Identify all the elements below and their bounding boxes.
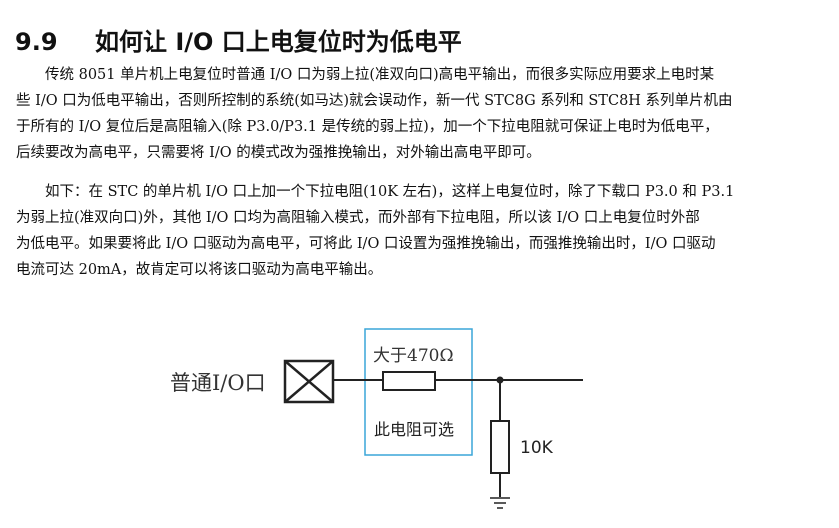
optional-resistor-highlight <box>364 328 473 456</box>
text-line: 后续要改为高电平，只需要将 I/O 的模式改为强推挽输出，对外输出高电平即可。 <box>16 145 541 161</box>
ground-icon <box>490 497 510 509</box>
pulldown-resistor <box>490 420 510 474</box>
text-line: 如下：在 STC 的单片机 I/O 口上加一个下拉电阻(10K 左右)，这样上电… <box>16 184 735 200</box>
section-title: 如何让 I/O 口上电复位时为低电平 <box>95 28 462 56</box>
text-line: 为弱上拉(准双向口)外，其他 I/O 口均为高阻输入模式，而外部有下拉电阻，所以… <box>16 210 700 226</box>
text-line: 些 I/O 口为低电平输出，否则所控制的系统(如马达)就会误动作，新一代 STC… <box>16 93 733 109</box>
text-line: 传统 8051 单片机上电复位时普通 I/O 口为弱上拉(准双向口)高电平输出，… <box>16 67 715 83</box>
text-line: 为低电平。如果要将此 I/O 口驱动为高电平，可将此 I/O 口设置为强推挽输出… <box>16 236 716 252</box>
text-line: 电流可达 20mA，故肯定可以将该口驱动为高电平输出。 <box>16 262 383 278</box>
paragraph-1: 传统 8051 单片机上电复位时普通 I/O 口为弱上拉(准双向口)高电平输出，… <box>16 62 826 166</box>
section-heading: 9.9 如何让 I/O 口上电复位时为低电平 <box>15 22 462 57</box>
series-resistor <box>382 371 436 391</box>
series-resistor-label: 大于470Ω <box>373 346 454 366</box>
io-port-label: 普通I/O口 <box>170 371 266 395</box>
text-line: 于所有的 I/O 复位后是高阻输入(除 P3.0/P3.1 是传统的弱上拉)，加… <box>16 119 719 135</box>
section-number: 9.9 <box>15 28 58 56</box>
pulldown-label: 10K <box>520 438 554 458</box>
wires <box>333 379 583 497</box>
paragraph-2: 如下：在 STC 的单片机 I/O 口上加一个下拉电阻(10K 左右)，这样上电… <box>16 179 826 283</box>
io-port-symbol <box>283 359 335 404</box>
junction-dot <box>496 376 504 384</box>
optional-note: 此电阻可选 <box>374 420 454 439</box>
